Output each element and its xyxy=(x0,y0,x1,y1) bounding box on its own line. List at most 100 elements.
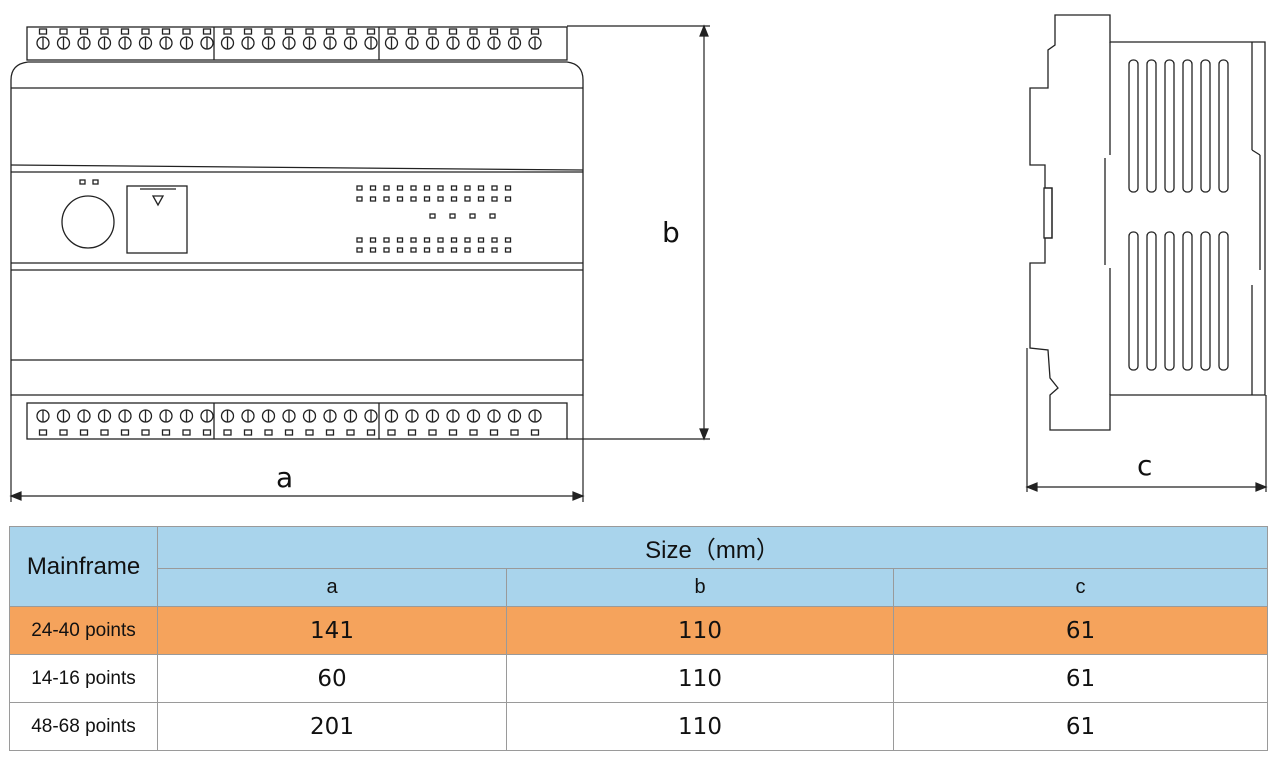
cell-b: 110 xyxy=(506,606,894,655)
led xyxy=(383,185,390,191)
dimension-c-label: c xyxy=(1137,449,1152,482)
led xyxy=(437,237,444,243)
cell-a: 201 xyxy=(157,702,507,751)
terminal-pin xyxy=(79,429,89,436)
column-header-b: b xyxy=(506,568,894,607)
led xyxy=(356,247,363,253)
led xyxy=(410,196,417,202)
dimension-c xyxy=(1025,348,1268,492)
led xyxy=(437,196,444,202)
bottom-terminal-strip xyxy=(26,402,568,440)
terminal-pin xyxy=(325,429,335,436)
led xyxy=(504,185,512,191)
led xyxy=(450,237,458,243)
mainframe-header: Mainframe xyxy=(9,526,158,607)
terminal-pin xyxy=(489,28,499,35)
led xyxy=(491,196,498,202)
terminal-pin xyxy=(387,28,396,35)
rotary-switch xyxy=(61,195,115,249)
terminal-pin xyxy=(38,429,48,436)
cell-c: 61 xyxy=(892,654,1269,703)
terminal-pin xyxy=(100,429,109,436)
terminal-pin xyxy=(182,429,191,436)
terminal-pin xyxy=(223,28,232,35)
led xyxy=(356,185,363,191)
vent-slot xyxy=(1182,231,1193,371)
vent-slot xyxy=(1218,59,1229,193)
size-table: Mainframe Size（mm） a b c 24-40 points 14… xyxy=(9,526,1269,751)
terminal-pin xyxy=(305,429,314,436)
vent-slot xyxy=(1146,59,1157,193)
led xyxy=(423,237,431,243)
vent-slot xyxy=(1128,59,1139,193)
led xyxy=(410,247,417,253)
terminal-pin xyxy=(243,429,253,436)
dimension-a xyxy=(9,395,585,502)
top-terminal-screws xyxy=(36,28,542,50)
terminal-pin xyxy=(284,28,294,35)
cell-c: 61 xyxy=(892,606,1269,655)
terminal-pin xyxy=(38,28,48,35)
led xyxy=(489,213,496,219)
led xyxy=(469,213,476,219)
led xyxy=(449,213,456,219)
vent-slot xyxy=(1200,59,1211,193)
terminal-pin xyxy=(346,429,355,436)
led xyxy=(423,196,431,202)
dimension-b xyxy=(567,24,710,441)
vent-slots xyxy=(1128,59,1229,371)
terminal-pin xyxy=(428,429,437,436)
terminal-pin xyxy=(202,429,212,436)
terminal-pin xyxy=(223,429,232,436)
led xyxy=(369,247,377,253)
column-header-c: c xyxy=(892,568,1269,607)
led xyxy=(423,247,431,253)
terminal-pin xyxy=(59,429,68,436)
led xyxy=(491,237,498,243)
table-row: 24-40 points 141 110 61 xyxy=(9,606,1269,655)
terminal-pin xyxy=(264,429,273,436)
led xyxy=(464,185,471,191)
led xyxy=(491,185,498,191)
led xyxy=(396,196,404,202)
led xyxy=(464,196,471,202)
led xyxy=(450,247,458,253)
dimension-drawing: b a c xyxy=(9,14,1268,502)
terminal-pin xyxy=(79,28,89,35)
cell-a: 60 xyxy=(157,654,507,703)
bottom-terminal-screws xyxy=(36,409,542,436)
led xyxy=(477,196,485,202)
top-terminal-strip xyxy=(26,26,568,61)
vent-slot xyxy=(1182,59,1193,193)
terminal-pin xyxy=(366,28,376,35)
led xyxy=(504,196,512,202)
terminal-pin xyxy=(264,28,273,35)
terminal-pin xyxy=(182,28,191,35)
terminal-pin xyxy=(141,429,150,436)
side-view xyxy=(1029,14,1266,431)
led xyxy=(437,247,444,253)
size-group-header: Size（mm） xyxy=(156,526,1269,569)
led xyxy=(356,237,363,243)
terminal-pin xyxy=(530,28,540,35)
terminal-pin xyxy=(448,28,458,35)
led xyxy=(504,237,512,243)
cell-a: 141 xyxy=(157,606,507,655)
terminal-pin xyxy=(120,28,130,35)
led xyxy=(429,213,436,219)
terminal-pin xyxy=(305,28,314,35)
terminal-pin xyxy=(346,28,355,35)
led xyxy=(396,185,404,191)
led xyxy=(369,237,377,243)
table-row: 48-68 points 201 110 61 xyxy=(9,702,1269,751)
terminal-pin xyxy=(510,429,519,436)
led xyxy=(383,196,390,202)
terminal-pin xyxy=(448,429,458,436)
vent-slot xyxy=(1164,59,1175,193)
terminal-pin xyxy=(284,429,294,436)
row-label: 48-68 points xyxy=(9,702,158,751)
led xyxy=(383,237,390,243)
side-profile xyxy=(1029,14,1266,431)
vent-slot xyxy=(1146,231,1157,371)
terminal-pin xyxy=(489,429,499,436)
